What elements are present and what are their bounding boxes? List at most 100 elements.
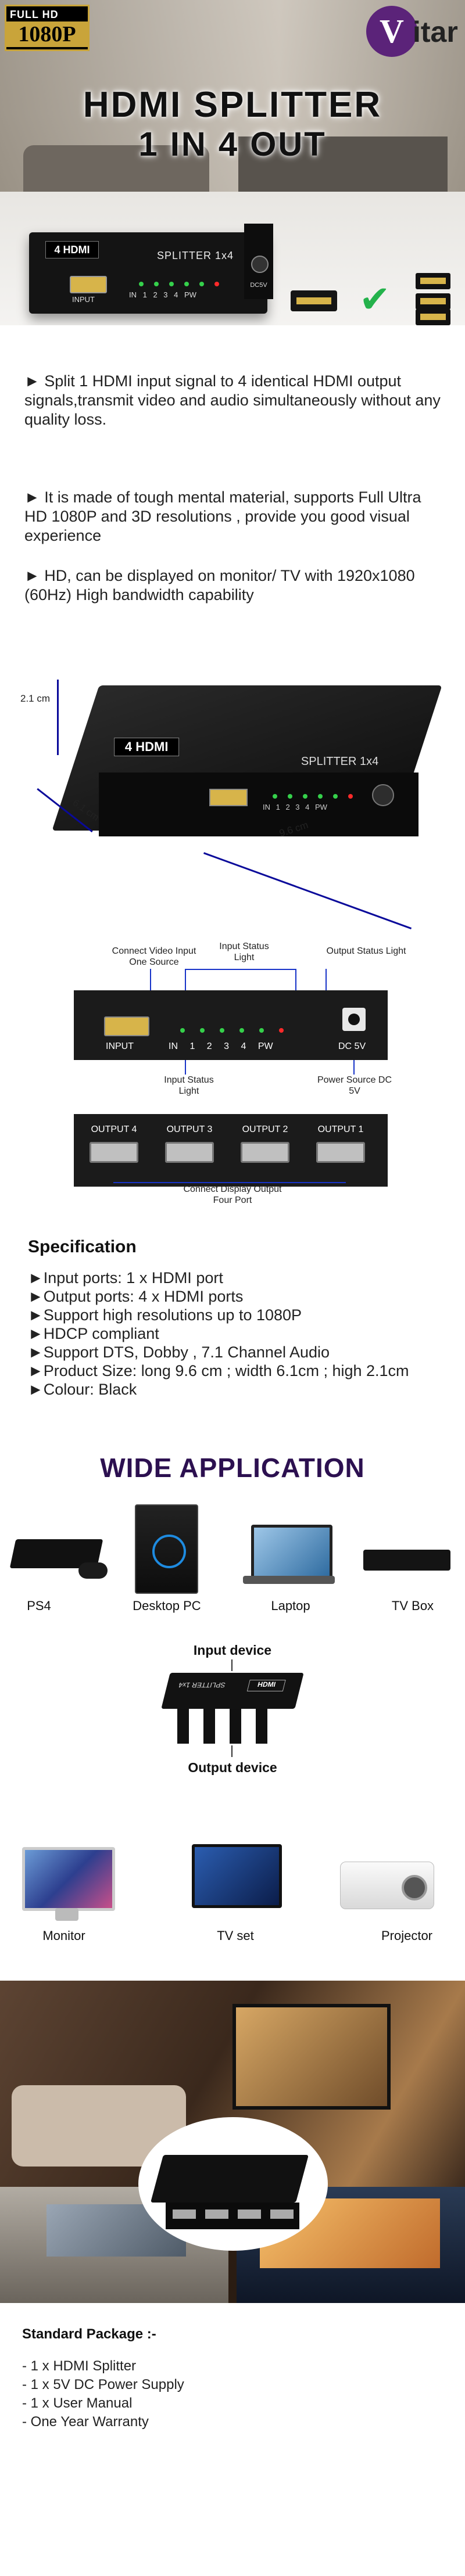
flow-arrow-line (231, 1659, 233, 1671)
connector-line (353, 1060, 355, 1075)
laptop-screen (251, 1525, 332, 1582)
feature-text: ► Split 1 HDMI input signal to 4 identic… (24, 372, 441, 428)
led-labels: IN 1 2 3 4 PW (263, 803, 327, 811)
input-label: INPUT (72, 295, 95, 304)
laptop-icon (243, 1576, 335, 1584)
output-port-2: OUTPUT 2 (233, 1114, 297, 1163)
dc-label: DC5V (250, 282, 267, 289)
splitter-application-image: SPLITTER 1x4 HDMI (161, 1673, 304, 1709)
output-port-1: OUTPUT 1 (309, 1114, 373, 1163)
device-brand: 4 HDMI (45, 241, 99, 258)
resolution-text: 1080P (6, 21, 88, 47)
spec-item: ►Support high resolutions up to 1080P (28, 1306, 302, 1324)
splitter-label: SPLITTER 1x4 (177, 1681, 227, 1689)
brand-logo: V itar (366, 5, 459, 60)
package-item: - 1 x HDMI Splitter (22, 2358, 137, 2374)
hdmi-plug-out-3 (416, 309, 450, 325)
pc-fan-icon (152, 1535, 186, 1568)
hdmi-input-port (209, 789, 248, 806)
projector-lens-icon (402, 1875, 427, 1900)
led-labels: IN 1 2 3 4 PW (129, 290, 196, 299)
package-item: - 1 x User Manual (22, 2395, 133, 2411)
spec-item: ►Output ports: 4 x HDMI ports (28, 1288, 244, 1305)
output-port-3: OUTPUT 3 (158, 1114, 221, 1163)
spec-item: ►HDCP compliant (28, 1325, 159, 1342)
device-label-laptop: Laptop (271, 1598, 310, 1613)
splitter-front-face: IN 1 2 3 4 PW (99, 773, 419, 836)
full-hd-badge: FULL HD 1080P (5, 5, 90, 51)
flow-arrow-line (231, 1745, 233, 1757)
output-device-label: Output device (188, 1760, 277, 1775)
hdmi-input-port (104, 1016, 149, 1036)
connector-line (185, 1060, 186, 1075)
splitter-device-image: 4 HDMI SPLITTER 1x4 INPUT IN 1 2 3 4 PW (29, 232, 267, 314)
annotation-power-source: Power Source DC 5V (317, 1075, 392, 1096)
logo-mark: V (366, 6, 417, 57)
monitor-stand (55, 1908, 78, 1921)
hdmi-input-port (70, 276, 107, 293)
splitter-back-panel: OUTPUT 4 OUTPUT 3 OUTPUT 2 OUTPUT 1 (74, 1114, 388, 1187)
device-label-desktop: Desktop PC (133, 1598, 201, 1613)
tv-set-icon (192, 1844, 282, 1908)
splitter-output-face (166, 2203, 299, 2229)
status-leds (267, 791, 358, 802)
check-icon: ✔ (359, 278, 391, 320)
hdmi-plug-in (291, 290, 337, 311)
plug-tip (296, 297, 331, 304)
length-dimension-line (203, 852, 412, 929)
device-label: SPLITTER 1x4 (157, 250, 234, 261)
connector-line (113, 1182, 346, 1183)
dc-jack (342, 1008, 366, 1031)
led-in (139, 282, 144, 286)
desktop-pc-icon (135, 1504, 198, 1594)
dc-jack (372, 784, 394, 806)
hero-banner: FULL HD 1080P V itar HDMI SPLITTER 1 IN … (0, 0, 465, 325)
height-dimension-line (57, 680, 59, 755)
splitter-front-panel: INPUT IN 1 2 3 4 PW DC 5V (74, 990, 388, 1060)
specification-title: Specification (28, 1237, 137, 1256)
device-label-projector: Projector (381, 1928, 433, 1943)
hero-subtitle: 1 IN 4 OUT (138, 125, 327, 163)
logo-word: itar (413, 16, 458, 48)
hero-title: HDMI SPLITTER (83, 85, 382, 125)
annotation-connect-output: Connect Display Output Four Port (183, 1184, 282, 1205)
brand-badge-icon: HDMI (246, 1680, 286, 1691)
spec-item: ►Support DTS, Dobby , 7.1 Channel Audio (28, 1343, 330, 1361)
status-leds (134, 279, 224, 289)
led-1 (154, 282, 159, 286)
cable-2 (203, 1709, 215, 1744)
device-label-tv-box: TV Box (391, 1598, 434, 1613)
package-title: Standard Package :- (22, 2326, 156, 2342)
wall-tv (233, 2004, 391, 2110)
spec-item: ►Input ports: 1 x HDMI port (28, 1269, 223, 1287)
tv-cabinet (238, 136, 448, 192)
device-label-monitor: Monitor (42, 1928, 85, 1943)
hdmi-plug-out-2 (416, 293, 450, 310)
cable-1 (177, 1709, 189, 1744)
cable-3 (230, 1709, 241, 1744)
device-label: SPLITTER 1x4 (301, 755, 379, 768)
spec-item: ►Colour: Black (28, 1381, 137, 1398)
splitter-product-image (151, 2155, 309, 2203)
package-item: - One Year Warranty (22, 2414, 149, 2430)
cable-4 (256, 1709, 267, 1744)
connector-line (185, 969, 295, 970)
output-port-4: OUTPUT 4 (82, 1114, 146, 1163)
annotation-input-status: Input Status Light (219, 942, 269, 962)
height-value: 2.1 cm (20, 693, 51, 704)
input-port-label: INPUT (106, 1041, 134, 1051)
led-3 (184, 282, 189, 286)
splitter-side-panel: DC5V (244, 224, 273, 299)
led-pw (214, 282, 219, 286)
hdmi-plug-out-1 (416, 273, 450, 289)
status-leds (173, 1025, 291, 1036)
device-label-ps4: PS4 (27, 1598, 51, 1613)
input-device-label: Input device (193, 1643, 272, 1658)
feature-text: ► It is made of tough mental material, s… (24, 488, 421, 544)
dc-jack (251, 256, 269, 273)
dc-label: DC 5V (338, 1041, 366, 1051)
full-hd-text: FULL HD (10, 9, 59, 20)
annotation-input-status-bottom: Input Status Light (164, 1075, 214, 1096)
annotation-connect-input: Connect Video Input One Source (112, 946, 196, 967)
projector-icon (340, 1862, 434, 1909)
